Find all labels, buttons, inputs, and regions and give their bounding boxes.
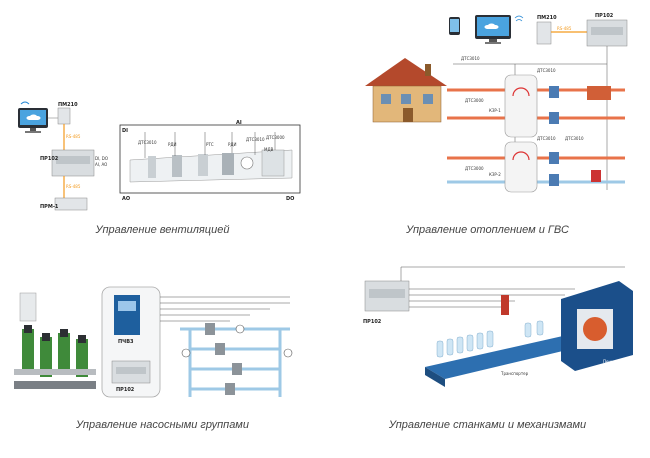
wifi-icon — [514, 15, 524, 22]
plc-controller: ПР102 — [40, 149, 95, 177]
rs485-label: RS-485 — [557, 26, 572, 31]
di-label: DI — [122, 128, 128, 134]
panel-pumps: ПЧВ3 ПР102 — [0, 229, 325, 458]
monitor-icon — [475, 15, 511, 44]
do-label: DO — [286, 196, 294, 202]
rs485-label-a: RS-485 — [66, 134, 81, 139]
panel-machines: ПР102 Транспортер — [325, 229, 650, 458]
dts-a-label: ДТС3010 — [461, 56, 480, 61]
plc-label: ПР102 — [116, 387, 135, 393]
plc-label: ПР102 — [595, 13, 614, 19]
pm210-label: ПМ210 — [537, 15, 557, 21]
sensor-icon — [501, 295, 509, 315]
kzr-2-label: КЗР-2 — [489, 172, 501, 177]
kiln: Печь — [561, 281, 633, 371]
pm210-module: ПМ210 — [536, 15, 557, 45]
rts-label: РТС — [206, 142, 214, 147]
mdv-label: МДВ — [264, 147, 274, 152]
monitor-icon — [18, 108, 48, 133]
ai-label: AI — [236, 120, 242, 126]
panel-heating: ПМ210 RS-485 ПР102 — [325, 0, 650, 236]
kzr-1-label: КЗР-1 — [489, 108, 501, 113]
pm210-module: ПМ210 — [57, 102, 78, 125]
conveyor: Транспортер — [425, 331, 605, 387]
plc-controller: ПР102 — [586, 13, 628, 47]
dts-b-label: ДТС3010 — [246, 137, 265, 142]
pumps-diagram: ПЧВ3 ПР102 — [14, 286, 293, 398]
dts-f-label: ДТС3010 — [565, 136, 584, 141]
dts-a-label: ДТС3010 — [138, 140, 157, 145]
dts-c-label: ДТС3000 — [266, 135, 285, 140]
plc-controller: ПР102 — [111, 360, 151, 393]
svg-text:DI, DO: DI, DO — [95, 156, 108, 161]
heating-circuit-lower — [447, 141, 625, 193]
wifi-icon — [20, 101, 30, 105]
gauge-icon — [181, 324, 293, 358]
rs485-label-b: RS-485 — [66, 184, 81, 189]
conveyor-label: Транспортер — [500, 371, 529, 376]
expansion-module: ПРМ-1 — [40, 197, 88, 211]
air-duct — [129, 149, 293, 183]
plc-label: ПР102 — [363, 319, 382, 325]
house-icon — [365, 58, 447, 123]
heating-circuit-upper — [447, 74, 625, 138]
pchv-label: ПЧВ3 — [118, 339, 134, 345]
pchv-drive: ПЧВ3 — [114, 295, 140, 345]
dts-c-label: ДТС3000 — [465, 98, 484, 103]
plc-controller: ПР102 — [363, 280, 410, 325]
ventilation-diagram: ПМ210 RS-485 ПР102 DI, DO AI, AO RS-485 … — [18, 101, 301, 211]
dts-d-label: ДТС3000 — [465, 166, 484, 171]
caption-machines: Управление станками и механизмами — [388, 419, 587, 431]
dts-b-label: ДТС3010 — [537, 68, 556, 73]
machines-diagram: ПР102 Транспортер — [363, 266, 633, 387]
caption-pumps: Управление насосными группами — [76, 419, 249, 431]
dts-e-label: ДТС3010 — [537, 136, 556, 141]
caption-ventilation: Управление вентиляцией — [95, 224, 230, 236]
rdu1-label: РДИ — [168, 142, 177, 147]
ext-label: ПРМ-1 — [40, 204, 59, 210]
kiln-label: Печь — [603, 359, 614, 364]
caption-heating: Управление отоплением и ГВС — [406, 224, 569, 236]
pump-group — [14, 292, 96, 389]
bottles — [436, 320, 544, 358]
pump-icon — [205, 323, 242, 395]
ao-label: AO — [122, 196, 130, 202]
plc-label: ПР102 — [40, 156, 59, 162]
heating-diagram: ПМ210 RS-485 ПР102 — [365, 13, 628, 193]
panel-ventilation: ПМ210 RS-485 ПР102 DI, DO AI, AO RS-485 … — [0, 0, 325, 236]
rdu3-label: РДИ — [228, 142, 237, 147]
svg-text:AI, AO: AI, AO — [95, 162, 107, 167]
pm210-label: ПМ210 — [58, 102, 78, 108]
